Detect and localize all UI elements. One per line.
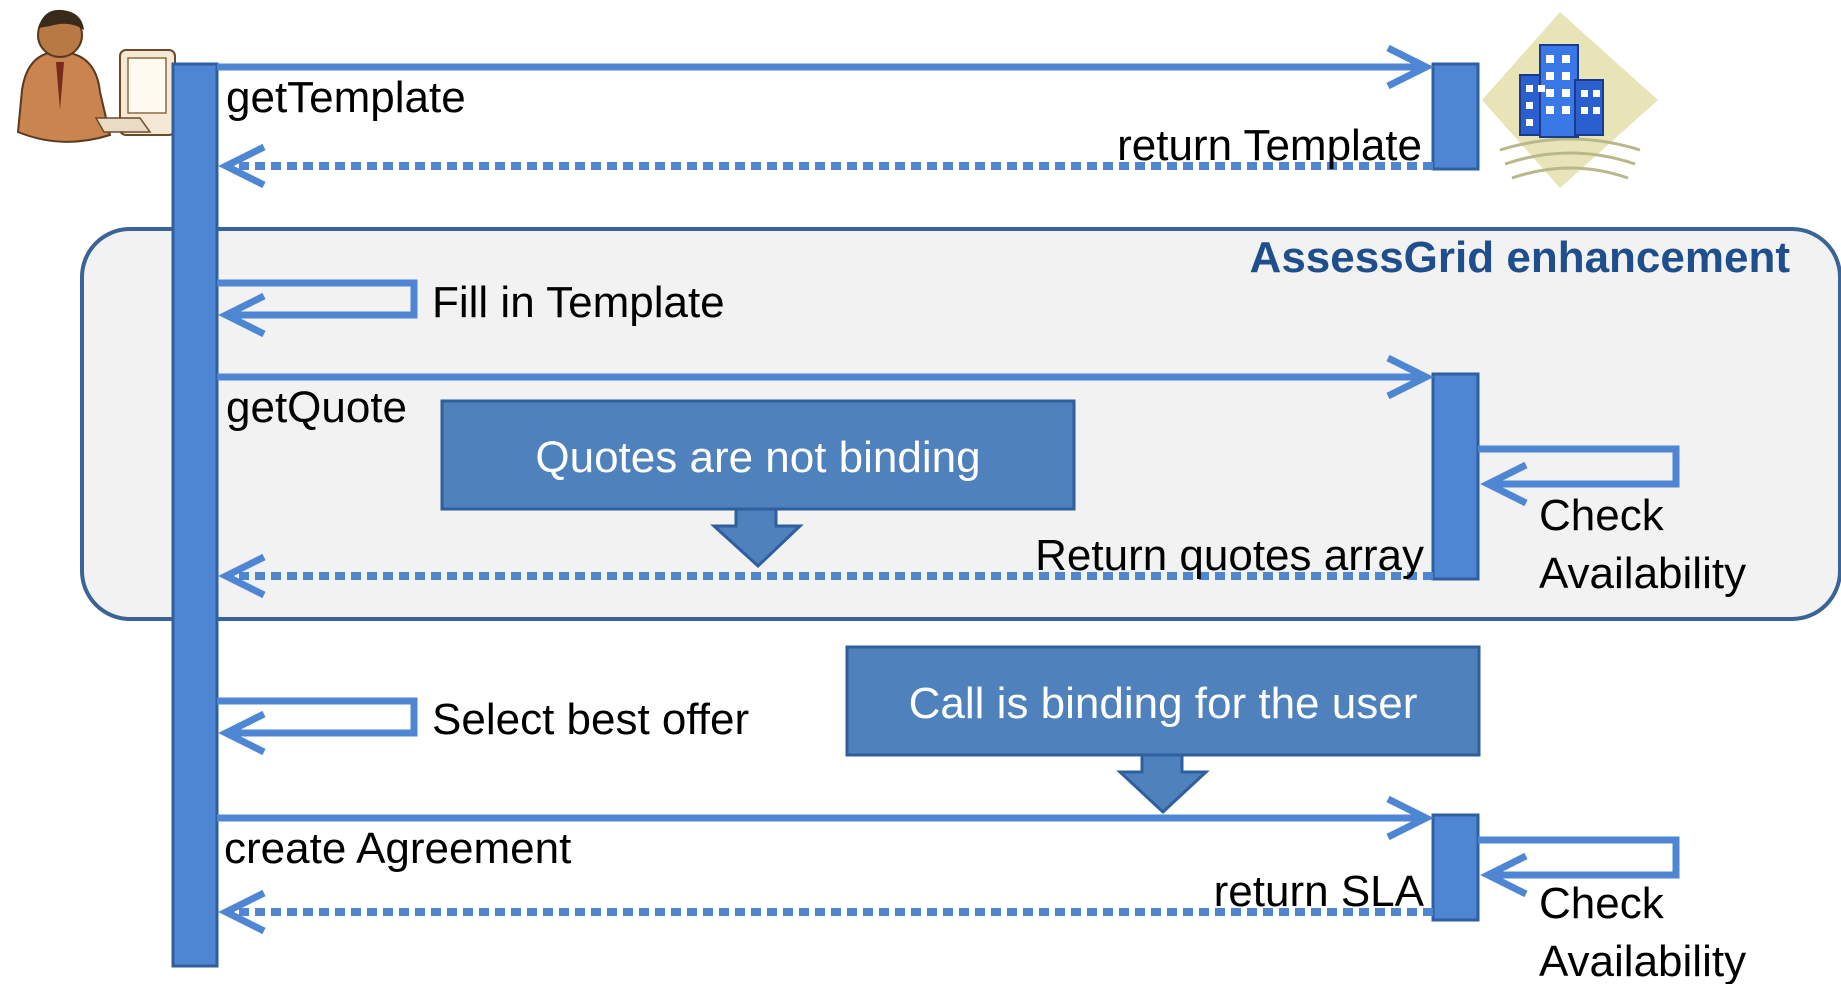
check-availability-label-2a: Check xyxy=(1539,879,1665,928)
user-at-computer-icon xyxy=(16,9,176,143)
return-quotes-array-label: Return quotes array xyxy=(1035,531,1424,580)
create-agreement-label: create Agreement xyxy=(224,824,571,873)
select-best-offer-label: Select best offer xyxy=(432,695,749,744)
provider-activation-template xyxy=(1431,62,1480,171)
office-building-icon xyxy=(1482,12,1658,188)
provider-activation-agreement xyxy=(1431,813,1480,922)
return-template-label: return Template xyxy=(1117,121,1422,170)
get-template-message xyxy=(217,44,1434,90)
create-agreement-message xyxy=(217,795,1434,841)
get-quote-message xyxy=(217,354,1434,400)
return-sla-message xyxy=(218,889,1433,935)
select-best-offer-message xyxy=(217,697,418,756)
return-sla-label: return SLA xyxy=(1214,867,1425,916)
check-availability-message-2 xyxy=(1478,836,1680,898)
provider-activation-quote xyxy=(1431,372,1480,581)
fill-in-template-label: Fill in Template xyxy=(432,278,725,327)
call-binding-text: Call is binding for the user xyxy=(909,679,1418,728)
check-availability-label-1b: Availability xyxy=(1539,549,1746,598)
quotes-not-binding-note xyxy=(440,399,1076,569)
get-quote-label: getQuote xyxy=(226,383,407,432)
region-title: AssessGrid enhancement xyxy=(1250,233,1791,282)
return-quotes-array-message xyxy=(218,553,1433,599)
check-availability-label-1a: Check xyxy=(1539,491,1665,540)
fill-in-template-message xyxy=(217,279,418,338)
get-template-label: getTemplate xyxy=(226,73,466,122)
check-availability-label-2b: Availability xyxy=(1539,937,1746,984)
quotes-not-binding-text: Quotes are not binding xyxy=(535,433,980,482)
check-availability-message-1 xyxy=(1478,445,1680,507)
user-lifeline xyxy=(171,62,219,968)
call-binding-note xyxy=(845,645,1481,815)
return-template-message xyxy=(218,143,1433,189)
